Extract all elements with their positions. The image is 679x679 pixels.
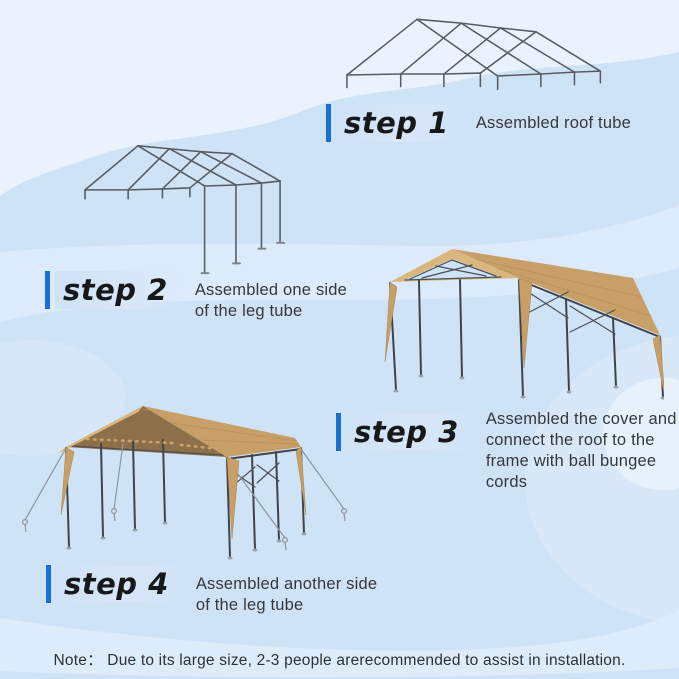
canopy-cover-frame-illustration: [384, 249, 664, 400]
step-1-description: Assembled roof tube: [476, 113, 631, 134]
step-accent-bar: [336, 413, 341, 451]
step-1-label-group: step 1: [326, 104, 463, 142]
step-3-label: step 3: [346, 413, 473, 451]
step-3-description-line: connect the roof to the: [485, 431, 655, 449]
step-3-description-line: frame with ball bungee cords: [485, 452, 657, 491]
step-row-2: step 2 Assembled one side of the leg tub…: [45, 271, 347, 322]
step-row-1: step 1 Assembled roof tube: [326, 104, 631, 142]
installation-note: Note： Due to its large size, 2-3 people …: [0, 648, 679, 670]
roof-tube-frame-illustration: [346, 18, 602, 91]
step-2-label-group: step 2: [45, 271, 182, 309]
frame-one-side-legs-illustration: [84, 145, 285, 275]
note-label: Note：: [53, 652, 103, 669]
step-4-description: Assembled another side of the leg tube: [196, 574, 377, 616]
step-row-3: step 3 Assembled the cover and connect t…: [336, 408, 679, 493]
step-4-label-group: step 4: [46, 565, 183, 603]
step-accent-bar: [326, 104, 331, 142]
step-2-label: step 2: [55, 271, 182, 309]
step-1-label: step 1: [336, 104, 463, 142]
step-2-description-line: of the leg tube: [194, 302, 303, 320]
step-4-description-line: Assembled another side: [195, 575, 378, 593]
step-3-description: Assembled the cover and connect the roof…: [486, 409, 679, 493]
step-3-label-group: step 3: [336, 413, 473, 451]
step-2-description-line: Assembled one side: [194, 281, 348, 299]
full-canopy-staked-illustration: [22, 406, 348, 560]
step-3-description-line: Assembled the cover and: [485, 410, 677, 428]
step-4-description-line: of the leg tube: [195, 596, 304, 614]
step-row-4: step 4 Assembled another side of the leg…: [46, 565, 377, 616]
step-4-label: step 4: [56, 565, 183, 603]
step-accent-bar: [46, 565, 51, 603]
step-accent-bar: [45, 271, 50, 309]
step-2-description: Assembled one side of the leg tube: [195, 280, 347, 322]
step-1-description-line: Assembled roof tube: [475, 114, 631, 132]
note-text: Due to its large size, 2-3 people arerec…: [107, 652, 626, 669]
